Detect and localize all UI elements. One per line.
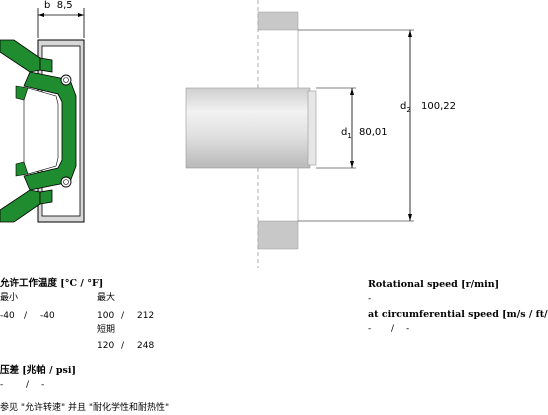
temperature-min-f: -40 bbox=[40, 311, 55, 321]
pressure-value-a: - bbox=[0, 380, 4, 390]
dimension-d2-label: d2 bbox=[400, 101, 411, 114]
temperature-min-label: 最小 bbox=[0, 293, 19, 303]
temperature-min-c: -40 bbox=[0, 311, 15, 321]
temperature-max-label: 最大 bbox=[97, 293, 116, 303]
reference-note: 参见 "允许转速" 并且 "耐化学性和耐热性" bbox=[0, 403, 170, 413]
temperature-short-sep: / bbox=[121, 341, 125, 351]
pressure-sep: / bbox=[26, 380, 30, 390]
circumferential-speed-a: - bbox=[368, 324, 372, 334]
dimension-b-label: b 8,5 bbox=[44, 0, 73, 11]
dimension-d2-value: 100,22 bbox=[421, 101, 456, 112]
dimension-d1-label: d1 bbox=[341, 127, 352, 140]
circumferential-speed-title: at circumferential speed [m/s / ft/s] bbox=[368, 309, 548, 320]
temperature-min-sep: / bbox=[24, 311, 28, 321]
temperature-title: 允许工作温度 [°C / °F] bbox=[0, 278, 104, 289]
pressure-value-b: - bbox=[41, 380, 45, 390]
dimension-d1-value: 80,01 bbox=[359, 127, 388, 138]
temperature-short-f: 248 bbox=[137, 341, 155, 351]
temperature-short-label: 短期 bbox=[97, 325, 116, 335]
circumferential-speed-sep: / bbox=[391, 324, 395, 334]
pressure-title: 压差 [兆帕 / psi] bbox=[0, 365, 76, 376]
temperature-max-f: 212 bbox=[137, 311, 155, 321]
rotational-speed-title: Rotational speed [r/min] bbox=[368, 279, 500, 290]
temperature-max-c: 100 bbox=[97, 311, 115, 321]
dimension-b-value: 8,5 bbox=[56, 0, 73, 11]
circumferential-speed-b: - bbox=[406, 324, 410, 334]
temperature-max-sep: / bbox=[121, 311, 125, 321]
rotational-speed-value: - bbox=[368, 294, 372, 304]
temperature-short-c: 120 bbox=[97, 341, 115, 351]
